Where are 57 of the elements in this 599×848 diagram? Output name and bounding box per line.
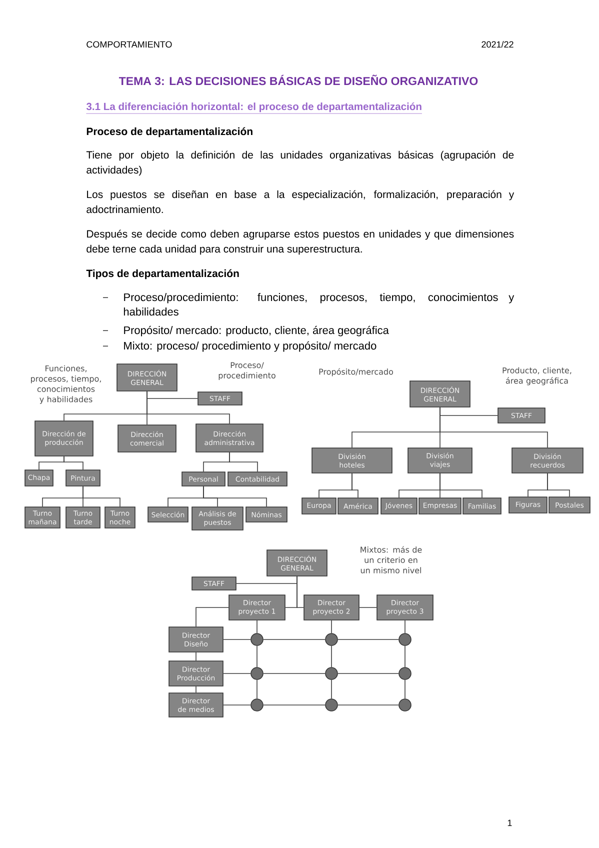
connector-line	[146, 391, 230, 424]
connector-line	[263, 704, 326, 706]
chart-annotation: Funciones, procesos, tiempo, conocimientos y habilidades	[31, 365, 101, 404]
junction-dot	[250, 667, 264, 680]
connector-line	[296, 576, 304, 608]
junction-dot	[250, 698, 264, 712]
connector-line	[338, 673, 399, 674]
connector-line	[223, 704, 251, 706]
section-heading: 3.1 La diferenciación horizontal: el proceso de departamentalización	[86, 102, 422, 114]
paragraph: Tiene por objeto la definición de las unidades organizativas básicas (agrupación de actividades)	[86, 150, 514, 176]
connector-line	[338, 704, 399, 706]
subheading: Tipos de departamentalización	[86, 269, 239, 280]
connector-line	[404, 646, 406, 668]
connector-line	[404, 680, 406, 699]
connector-line	[223, 673, 251, 674]
chart-annotation: Mixtos: más de un criterio en un mismo nivel	[360, 546, 422, 574]
subheading: Proceso de departamentalización	[86, 127, 252, 138]
list-item: Mixto: proceso/ procedimiento y propósito/ mercado	[124, 341, 376, 352]
connector-line	[196, 607, 229, 627]
connector-line	[263, 639, 326, 640]
junction-dot	[398, 698, 412, 712]
connector-line	[331, 680, 332, 699]
chart-annotation: Producto, cliente, área geográfica	[502, 367, 572, 386]
connector-line	[223, 639, 251, 640]
connector-line	[256, 620, 258, 634]
chart-annotation: Propósito/mercado	[319, 368, 393, 376]
junction-dot	[398, 633, 412, 646]
connector-line	[338, 639, 399, 640]
connector-line	[352, 473, 358, 498]
junction-dot	[398, 667, 412, 680]
connector-line	[263, 673, 326, 674]
connector-line	[256, 646, 258, 668]
list-item: Propósito/ mercado: producto, cliente, área geográfica	[124, 326, 389, 336]
junction-dot	[325, 667, 338, 680]
connector-line	[229, 452, 258, 472]
junction-dot	[325, 633, 338, 646]
page-title: TEMA 3: LAS DECISIONES BÁSICAS DE DISEÑO ORGANIZATIVO	[118, 74, 478, 86]
page-number: 1	[508, 820, 512, 826]
connector-line	[404, 620, 406, 634]
connector-line	[203, 486, 267, 507]
connector-line	[82, 486, 120, 507]
list-item: Proceso/procedimiento: funciones, procesos, tiempo, conocimientos y habilidades	[124, 293, 514, 316]
connector-line	[331, 646, 332, 668]
header-text: COMPORTAMIENTO	[86, 41, 172, 48]
junction-dot	[325, 698, 338, 712]
connector-line	[256, 680, 258, 699]
connector-line	[64, 456, 84, 470]
paragraph: Después se decide como deben agruparse estos puestos en unidades y que dimensiones debe terne cada unidad para construir una superestructura.	[86, 230, 514, 255]
connector-line	[440, 407, 548, 448]
connector-line	[440, 473, 482, 498]
connector-line	[547, 473, 570, 497]
chart-annotation: Proceso/ procedimiento	[218, 362, 276, 380]
paragraph: Los puestos se diseñan en base a la especialización, formalización, preparación y adoctrinamiento.	[86, 190, 514, 214]
junction-dot	[250, 633, 264, 646]
connector-line	[359, 607, 377, 608]
header-text: 2021/22	[482, 40, 514, 48]
connector-line	[331, 620, 332, 634]
